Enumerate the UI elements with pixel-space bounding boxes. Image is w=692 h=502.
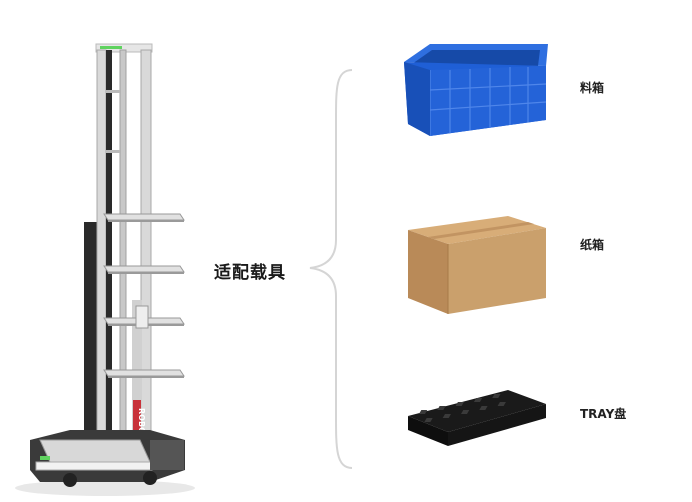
main-label: 适配载具 [214,263,286,283]
curly-brace-icon [309,69,353,469]
robot-illustration: ROBOT [15,43,195,496]
robot-side-text: ROBOT [137,408,146,440]
item-label-bin: 料箱 [580,81,605,95]
black-tray-icon [408,390,546,446]
blue-plastic-bin-icon [404,44,548,136]
cardboard-box-icon [408,216,546,314]
item-label-tray: TRAY盘 [580,407,627,421]
item-label-box: 纸箱 [580,238,605,252]
